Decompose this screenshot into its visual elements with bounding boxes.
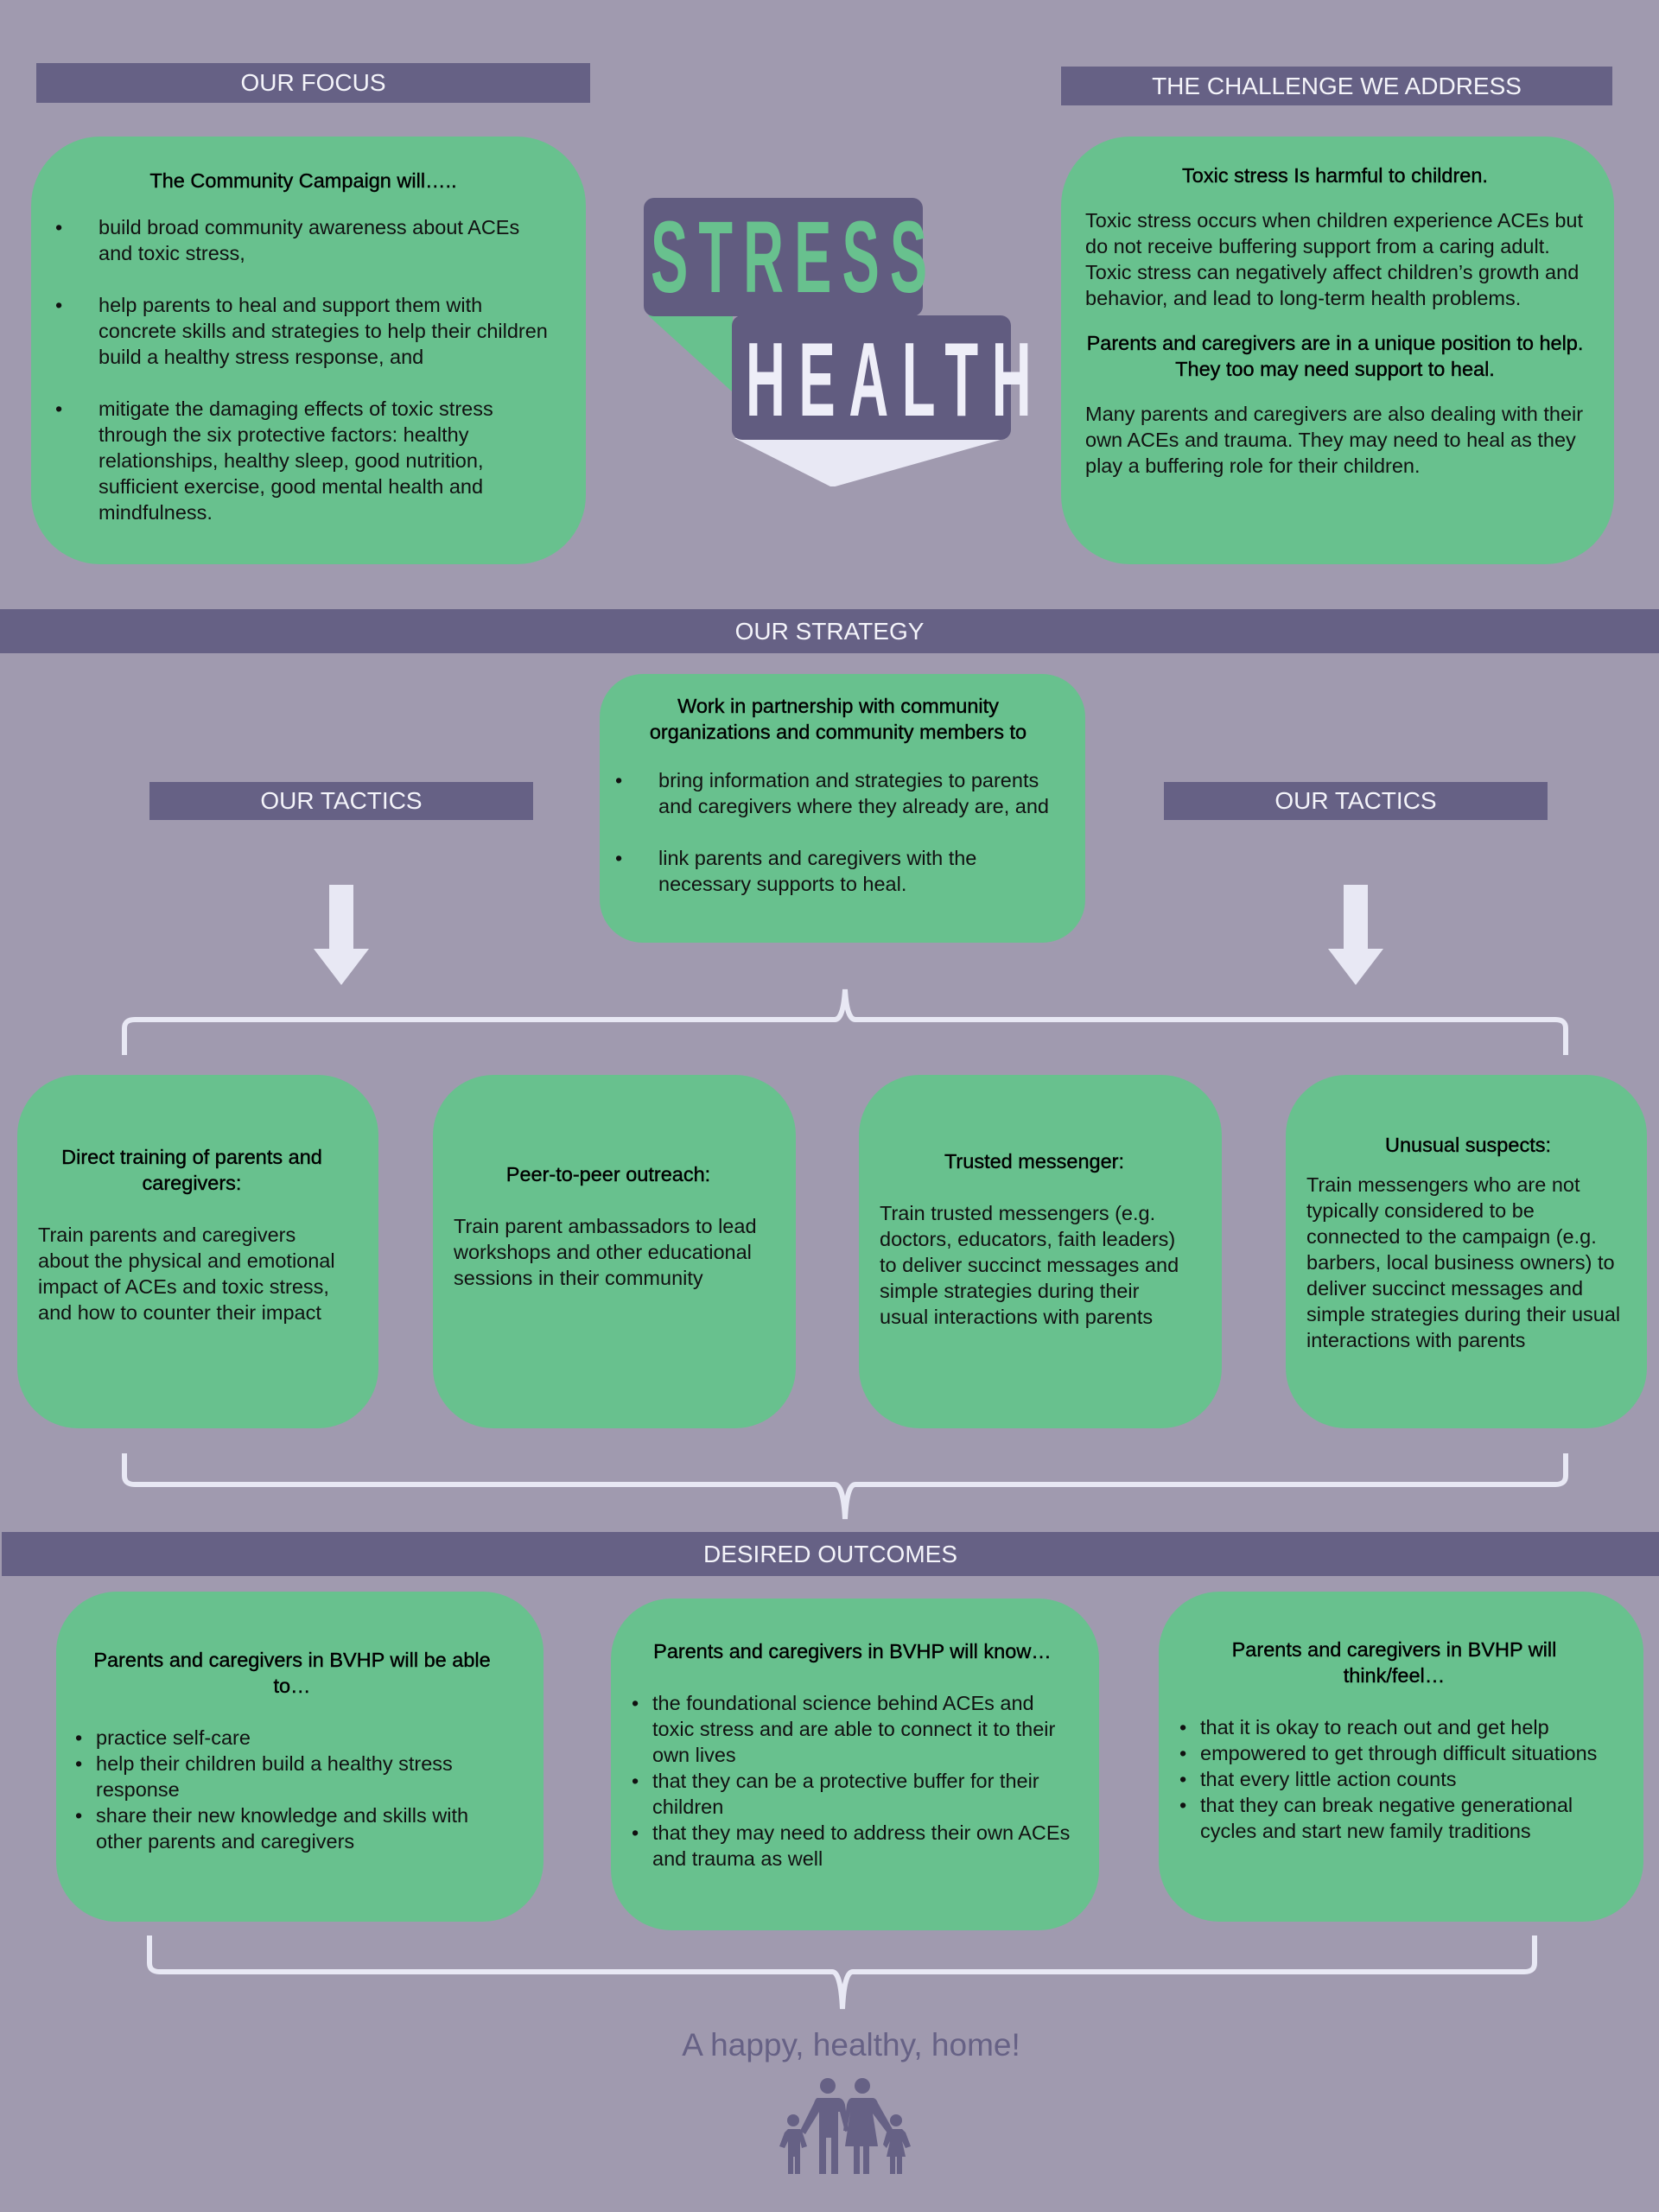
- tactic-card-peer-outreach: Peer-to-peer outreach: Train parent amba…: [433, 1075, 796, 1428]
- focus-card: The Community Campaign will….. build bro…: [31, 137, 586, 564]
- top-bracket: [122, 988, 1568, 1055]
- tactic-card-unusual-suspects: Unusual suspects: Train messengers who a…: [1286, 1075, 1647, 1428]
- outcome-card-know: Parents and caregivers in BVHP will know…: [611, 1599, 1099, 1930]
- focus-bullet: mitigate the damaging effects of toxic s…: [55, 396, 551, 525]
- outcome-bullet: empowered to get through difficult situa…: [1179, 1740, 1609, 1766]
- outcome-bullet: that they can break negative generationa…: [1179, 1792, 1609, 1844]
- outcome-title: Parents and caregivers in BVHP will be a…: [93, 1649, 491, 1697]
- focus-bullet: help parents to heal and support them wi…: [55, 292, 551, 370]
- outcome-title: Parents and caregivers in BVHP will thin…: [1231, 1638, 1557, 1687]
- outcome-title: Parents and caregivers in BVHP will know…: [653, 1640, 1052, 1662]
- tagline: A happy, healthy, home!: [682, 2027, 1020, 2063]
- our-tactics-banner-right: OUR TACTICS: [1164, 782, 1548, 820]
- outcome-card-able-to: Parents and caregivers in BVHP will be a…: [56, 1592, 543, 1922]
- outcome-bullet: that they may need to address their own …: [632, 1820, 1073, 1872]
- tactic-body: Train parents and caregivers about the p…: [38, 1223, 335, 1324]
- outcome-bullet: that every little action counts: [1179, 1766, 1609, 1792]
- tactic-title: Peer-to-peer outreach:: [505, 1162, 711, 1185]
- tactic-body: Train trusted messengers (e.g. doctors, …: [880, 1201, 1179, 1328]
- tactic-body: Train messengers who are not typically c…: [1306, 1173, 1621, 1351]
- strategy-heading: Work in partnership with community organ…: [649, 695, 1027, 743]
- tactic-body: Train parent ambassadors to lead worksho…: [454, 1214, 757, 1289]
- down-arrow-icon: [314, 885, 369, 985]
- down-arrow-icon: [1328, 885, 1383, 985]
- strategy-card: Work in partnership with community organ…: [600, 674, 1085, 943]
- strategy-bullet: bring information and strategies to pare…: [615, 767, 1061, 819]
- outcome-bullet: practice self-care: [75, 1725, 509, 1751]
- focus-heading: The Community Campaign will…..: [149, 169, 457, 192]
- challenge-paragraph-2: Many parents and caregivers are also dea…: [1085, 403, 1584, 477]
- outcome-bullet: that they can be a protective buffer for…: [632, 1768, 1073, 1820]
- family-icon: [779, 2078, 911, 2174]
- desired-outcomes-banner: DESIRED OUTCOMES: [2, 1532, 1659, 1576]
- strategy-bullet: link parents and caregivers with the nec…: [615, 845, 1061, 897]
- outcome-bullet: share their new knowledge and skills wit…: [75, 1802, 509, 1854]
- tactic-title: Unusual suspects:: [1384, 1133, 1552, 1156]
- middle-bracket: [122, 1453, 1568, 1520]
- tactic-title: Direct training of parents and caregiver…: [61, 1145, 322, 1194]
- focus-bullet: build broad community awareness about AC…: [55, 214, 551, 266]
- challenge-heading-2: Parents and caregivers are in a unique p…: [1086, 332, 1584, 380]
- challenge-banner: THE CHALLENGE WE ADDRESS: [1061, 67, 1612, 105]
- our-tactics-banner-left: OUR TACTICS: [149, 782, 533, 820]
- challenge-card: Toxic stress Is harmful to children. Tox…: [1061, 137, 1614, 564]
- bottom-bracket: [147, 1936, 1537, 2010]
- outcome-bullet: help their children build a healthy stre…: [75, 1751, 509, 1802]
- outcome-bullet: that it is okay to reach out and get hel…: [1179, 1714, 1609, 1740]
- challenge-heading-1: Toxic stress Is harmful to children.: [1182, 164, 1488, 187]
- our-focus-banner: OUR FOCUS: [36, 63, 590, 103]
- tactic-card-trusted-messenger: Trusted messenger: Train trusted messeng…: [859, 1075, 1222, 1428]
- challenge-paragraph-1: Toxic stress occurs when children experi…: [1085, 209, 1584, 309]
- stress-health-logo: STRESS HEALTH: [644, 198, 1032, 487]
- outcome-card-think-feel: Parents and caregivers in BVHP will thin…: [1159, 1592, 1643, 1922]
- outcome-bullet: the foundational science behind ACEs and…: [632, 1690, 1073, 1768]
- tactic-card-direct-training: Direct training of parents and caregiver…: [17, 1075, 378, 1428]
- tactic-title: Trusted messenger:: [944, 1149, 1125, 1173]
- our-strategy-banner: OUR STRATEGY: [0, 609, 1659, 653]
